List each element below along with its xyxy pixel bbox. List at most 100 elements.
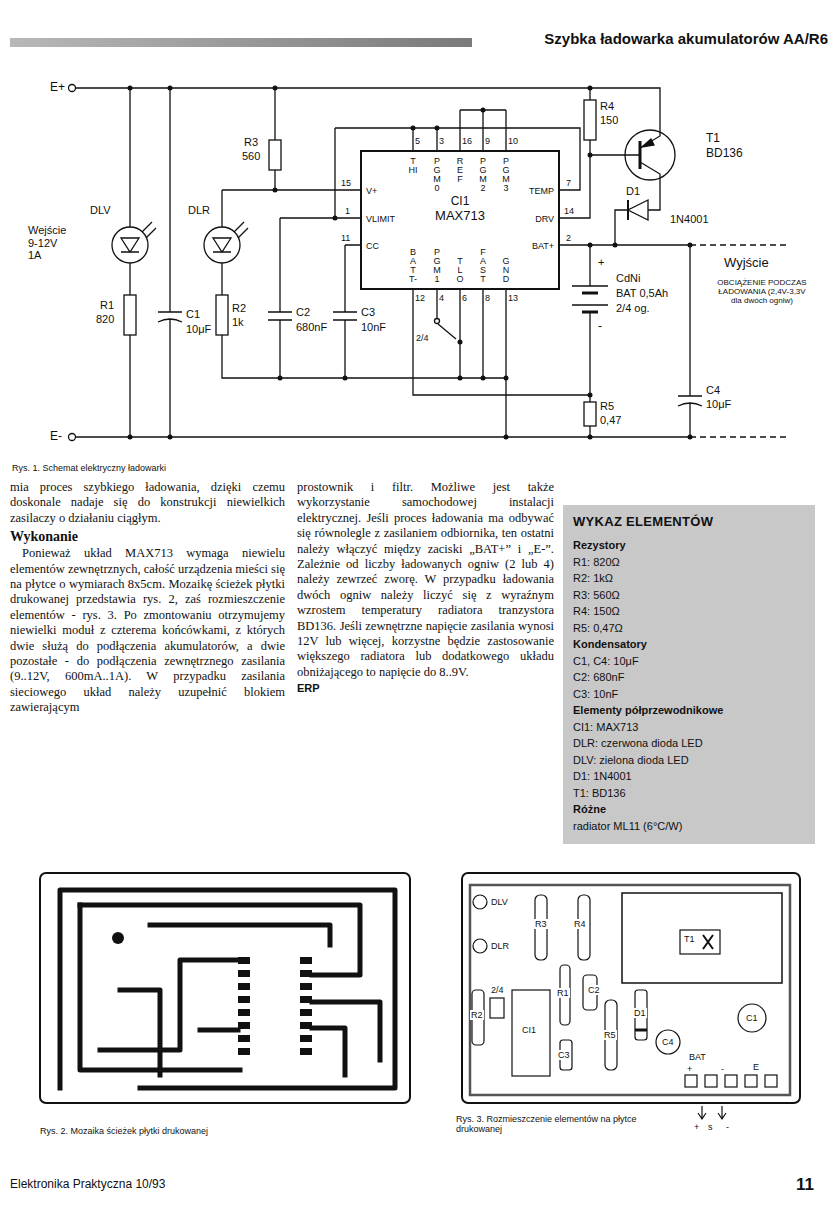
component-label: 10μF (706, 398, 731, 411)
pin-name: GND (502, 257, 511, 284)
pin-name: DRV (535, 215, 554, 224)
parts-item: R1: 820Ω (573, 554, 805, 571)
page-number: 11 (796, 1175, 814, 1195)
junction-dots (128, 86, 693, 440)
component-label: 150 (600, 114, 618, 127)
component-label: T1 (706, 132, 720, 146)
pin-number: 16 (462, 136, 472, 146)
placement-label: C3 (557, 1050, 571, 1060)
parts-category: Rezystory (573, 537, 805, 554)
component-label: 2/4 og. (616, 302, 650, 315)
pin-name: REF (456, 157, 465, 184)
component-label: C3 (361, 306, 375, 319)
figure-caption: Rys. 2. Mozaika ścieżek płytki drukowane… (40, 1126, 208, 1136)
component-label: DLR (188, 204, 210, 217)
placement-label: T1 (683, 934, 696, 944)
parts-item: D1: 1N4001 (573, 768, 805, 785)
component-label: D1 (626, 185, 640, 198)
component-placement (462, 873, 800, 1119)
placement-label: R5 (603, 1030, 617, 1040)
pin-name: V+ (366, 187, 377, 196)
component-label: R4 (600, 100, 614, 113)
component-label: CdNi (616, 272, 640, 285)
placement-label: D1 (633, 1008, 647, 1018)
component-label: 10μF (186, 323, 211, 336)
parts-item: R3: 560Ω (573, 587, 805, 604)
pin-number: 1 (345, 206, 350, 216)
pcb-track-mosaic (40, 873, 410, 1103)
component-label: Wyjście (724, 256, 769, 271)
component-label: DLV (90, 204, 111, 217)
body-paragraph: prostownik i filtr. Możliwe jest także w… (297, 480, 554, 680)
parts-item: C3: 10nF (573, 686, 805, 703)
component-label: 0,47 (600, 414, 621, 427)
component-label: + (598, 256, 604, 269)
parts-item: radiator ML11 (6°C/W) (573, 818, 805, 835)
header-band (10, 38, 472, 47)
component-label: OBCIĄŻENIE PODCZAS ŁADOWANIA (2,4V-3,3V … (712, 278, 812, 306)
parts-item: CI1: MAX713 (573, 719, 805, 736)
pin-name: TEMP (529, 187, 554, 196)
parts-item: T1: BD136 (573, 785, 805, 802)
pin-number: 9 (485, 136, 490, 146)
component-label: R3 (244, 136, 258, 149)
pin-name: FAST (479, 248, 488, 284)
pin-number: 4 (439, 293, 444, 303)
parts-category: Różne (573, 801, 805, 818)
pin-number: 11 (341, 233, 350, 243)
placement-label: E (752, 1062, 760, 1072)
pin-name: THI (409, 157, 418, 175)
pin-number: 7 (566, 178, 571, 188)
figure-caption: Rys. 1. Schemat elektryczny ładowarki (12, 463, 166, 473)
parts-item: R5: 0,47Ω (573, 620, 805, 637)
placement-label: + (694, 1122, 699, 1132)
placement-label: C4 (661, 1037, 675, 1047)
component-label: 680nF (296, 321, 327, 334)
placement-label: DLR (490, 941, 510, 951)
pin-number: 6 (462, 293, 467, 303)
component-label: - (598, 320, 602, 334)
pin-number: 12 (415, 293, 425, 303)
parts-item: R4: 150Ω (573, 603, 805, 620)
author-signature: ERP (297, 682, 554, 694)
pin-number: 14 (564, 206, 574, 216)
pin-number: 3 (439, 136, 444, 146)
pin-number: 15 (341, 178, 351, 188)
section-heading: Wykonanie (10, 528, 285, 546)
component-label: 10nF (361, 321, 386, 334)
pin-name: PGM1 (433, 248, 442, 284)
pin-name: PGM0 (433, 157, 442, 193)
component-label: C2 (296, 306, 310, 319)
parts-item: C2: 680nF (573, 669, 805, 686)
chip-designator: CI1 (362, 195, 558, 208)
figure-caption: Rys. 3. Rozmieszczenie elementów na płyt… (456, 1114, 676, 1135)
placement-label: 2/4 (490, 985, 505, 995)
component-label: 820 (96, 313, 114, 326)
parts-heading: WYKAZ ELEMENTÓW (573, 513, 805, 531)
terminal-label: E+ (50, 81, 65, 95)
running-title: Szybka ładowarka akumulatorów AA/R6 (544, 30, 828, 47)
pin-number: 2 (566, 233, 571, 243)
ic-box: CI1MAX713THIPGM0REFPGM2PGM3V+VLIMITCCTEM… (360, 150, 560, 290)
component-label: R2 (232, 302, 246, 315)
pin-name: BATT- (409, 248, 418, 284)
pin-name: VLIMIT (366, 215, 395, 224)
placement-label: C2 (587, 985, 601, 995)
placement-label: BAT (688, 1052, 707, 1062)
component-label: 2/4 (416, 333, 429, 343)
pin-name: PGM2 (479, 157, 488, 193)
parts-item: R2: 1kΩ (573, 570, 805, 587)
placement-label: R2 (470, 1010, 484, 1020)
pin-number: 5 (415, 136, 420, 146)
body-paragraph: mia proces szybkiego ładowania, dzięki c… (10, 480, 285, 526)
parts-item: C1, C4: 10μF (573, 653, 805, 670)
component-label: BD136 (706, 147, 743, 161)
pin-name: CC (366, 242, 379, 251)
component-label: BAT 0,5Ah (616, 287, 668, 300)
placement-label: s (708, 1122, 713, 1132)
placement-label: + (686, 1064, 693, 1074)
text-column: prostownik i filtr. Możliwe jest także w… (297, 480, 554, 694)
component-label: 560 (242, 150, 260, 163)
footer-journal: Elektronika Praktyczna 10/93 (10, 1178, 165, 1192)
placement-label: - (720, 1064, 725, 1074)
